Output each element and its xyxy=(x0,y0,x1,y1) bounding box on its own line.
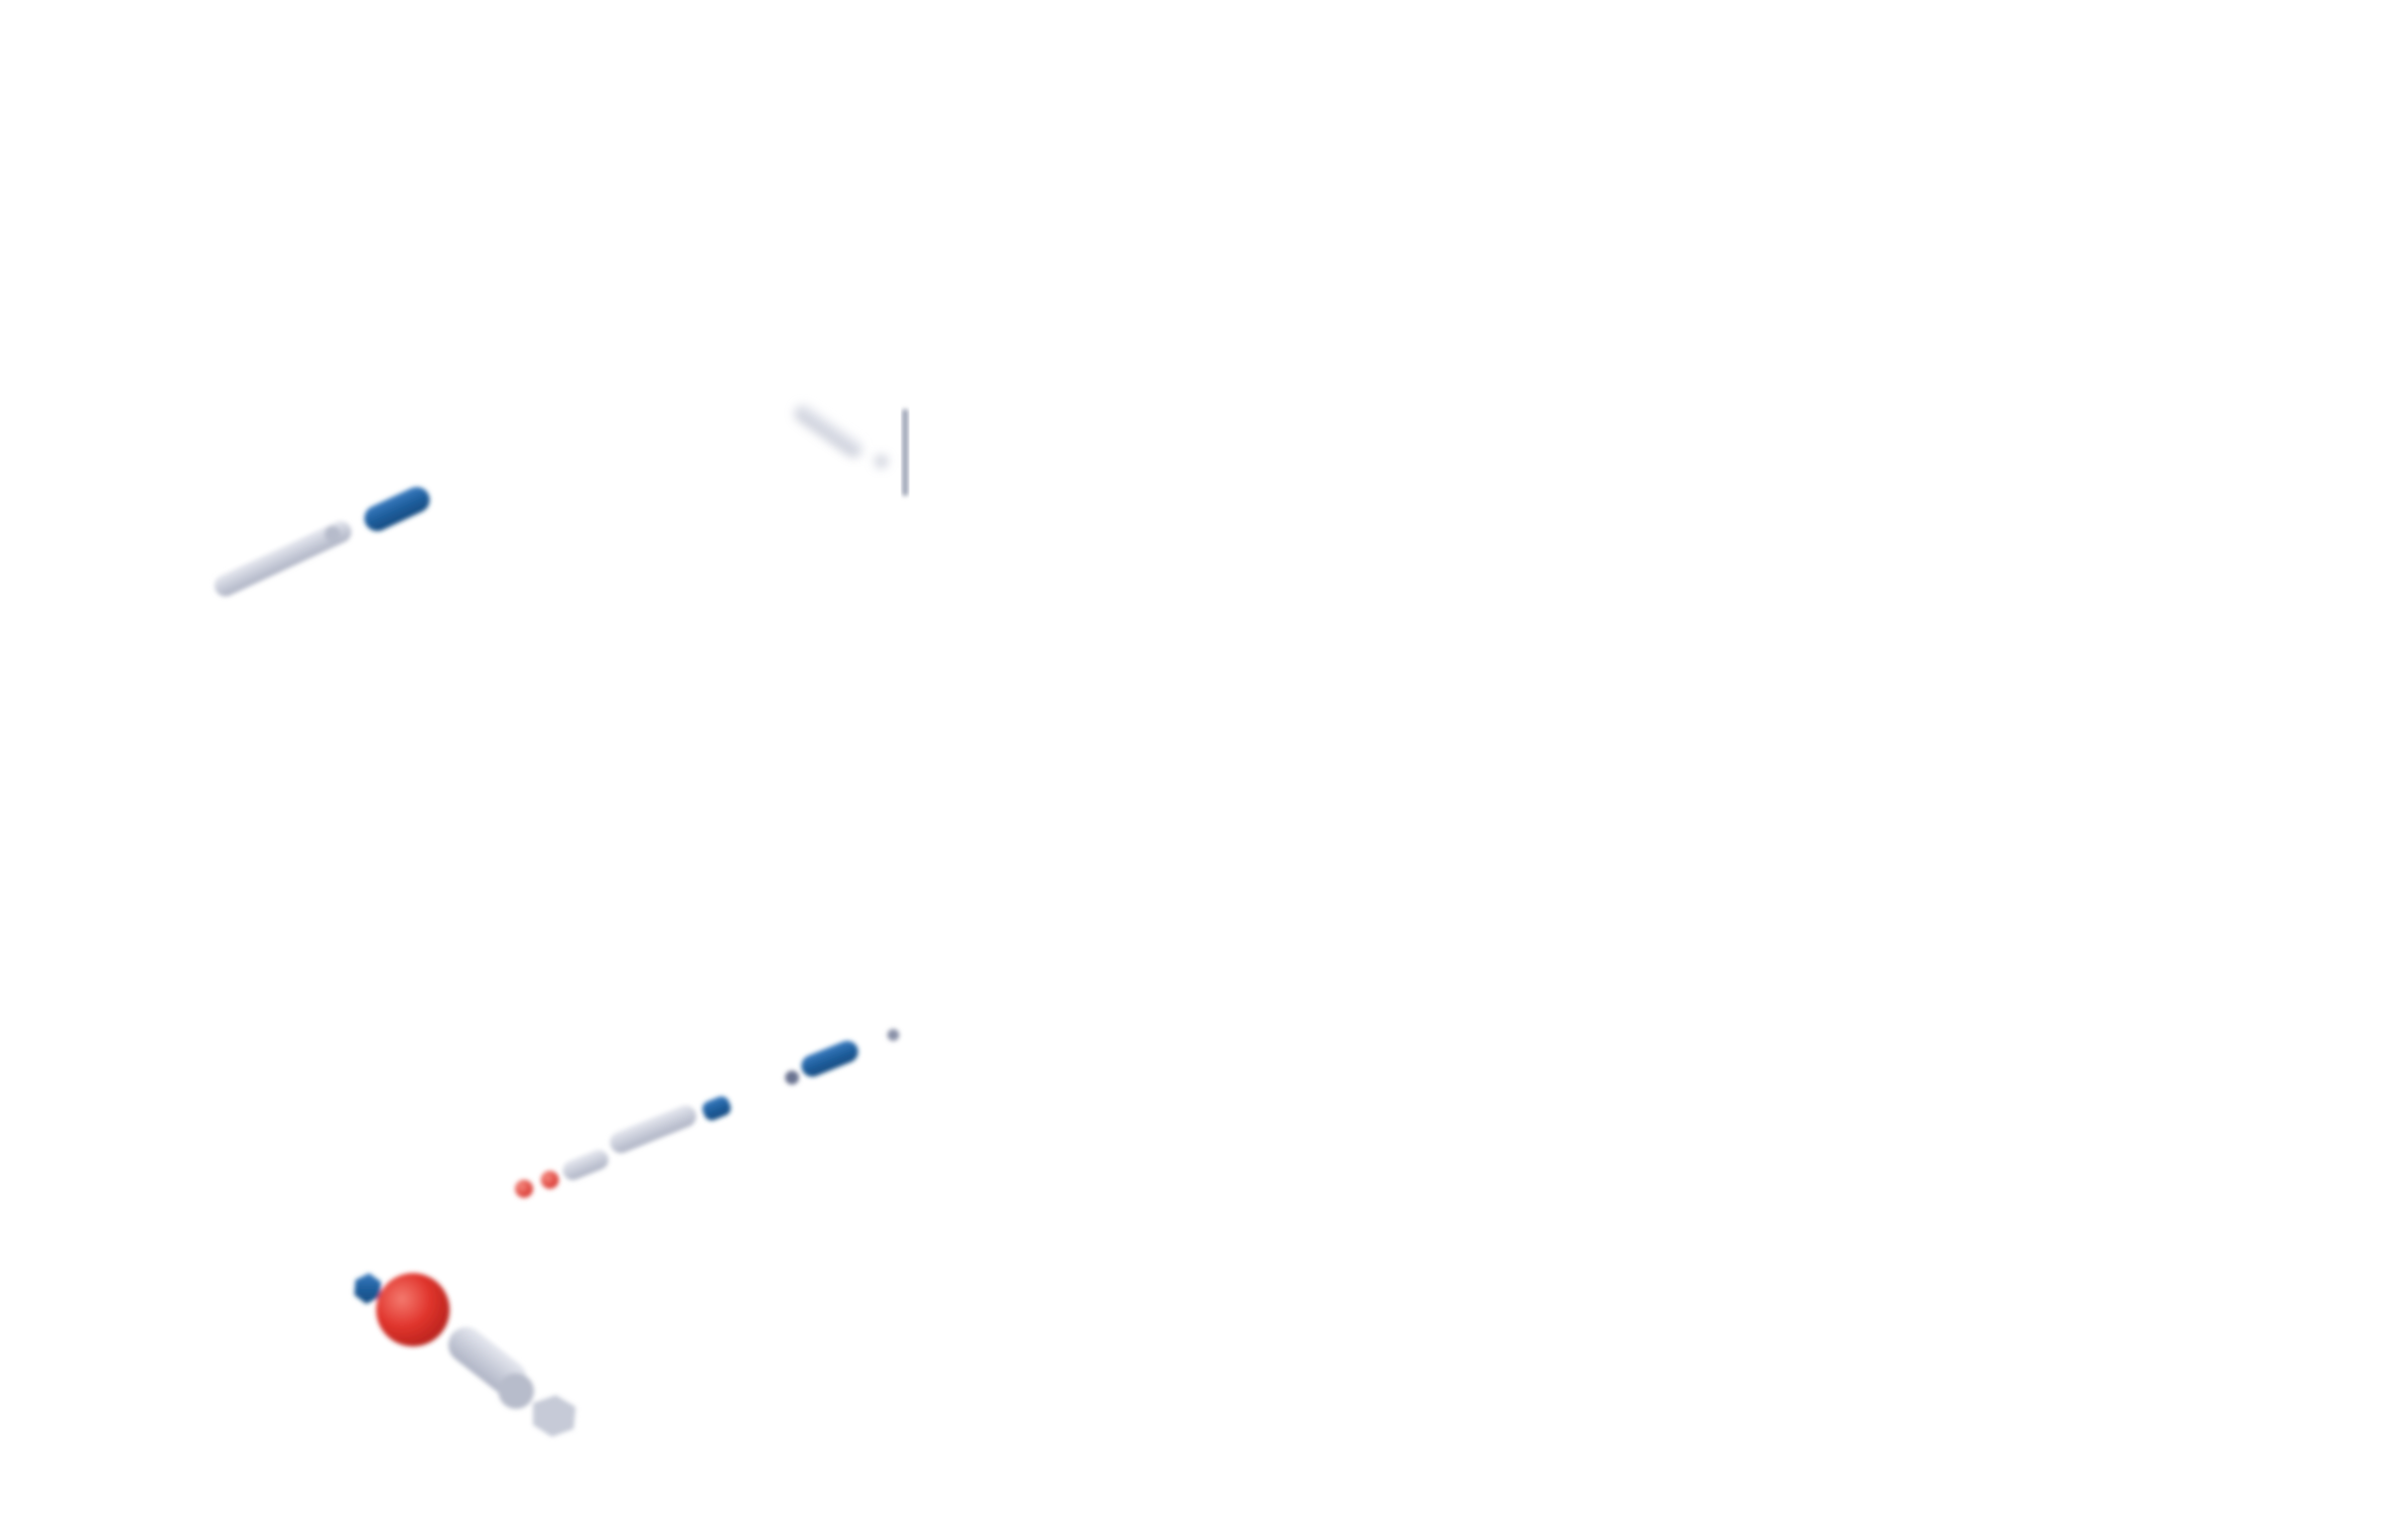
grey-joint-dark xyxy=(785,1071,799,1085)
red-oxygen-atom xyxy=(376,1273,450,1347)
blue-rod xyxy=(801,1040,859,1078)
grey-cap xyxy=(498,1373,534,1409)
fragment-lower-left xyxy=(354,1273,576,1437)
blue-hex-atom xyxy=(354,1273,381,1304)
vertical-tick-mark xyxy=(902,409,908,496)
faint-grey-rod xyxy=(794,404,863,457)
blue-rod-short xyxy=(702,1095,731,1121)
red-atom-small xyxy=(515,1180,533,1198)
grey-joint-dark xyxy=(887,1029,899,1041)
fragment-upper-faint xyxy=(794,404,888,468)
fragment-vertical-tick xyxy=(902,409,908,496)
grey-rod xyxy=(609,1104,697,1154)
red-atom-small xyxy=(541,1171,559,1189)
grey-joint xyxy=(325,526,340,542)
grey-rod xyxy=(563,1149,608,1181)
fragment-upper-left xyxy=(213,486,430,597)
grey-cube xyxy=(533,1395,576,1437)
grey-rod xyxy=(213,520,352,597)
faint-joint xyxy=(874,454,888,468)
fragment-middle-chain xyxy=(515,1029,899,1198)
blue-rod xyxy=(364,486,430,532)
